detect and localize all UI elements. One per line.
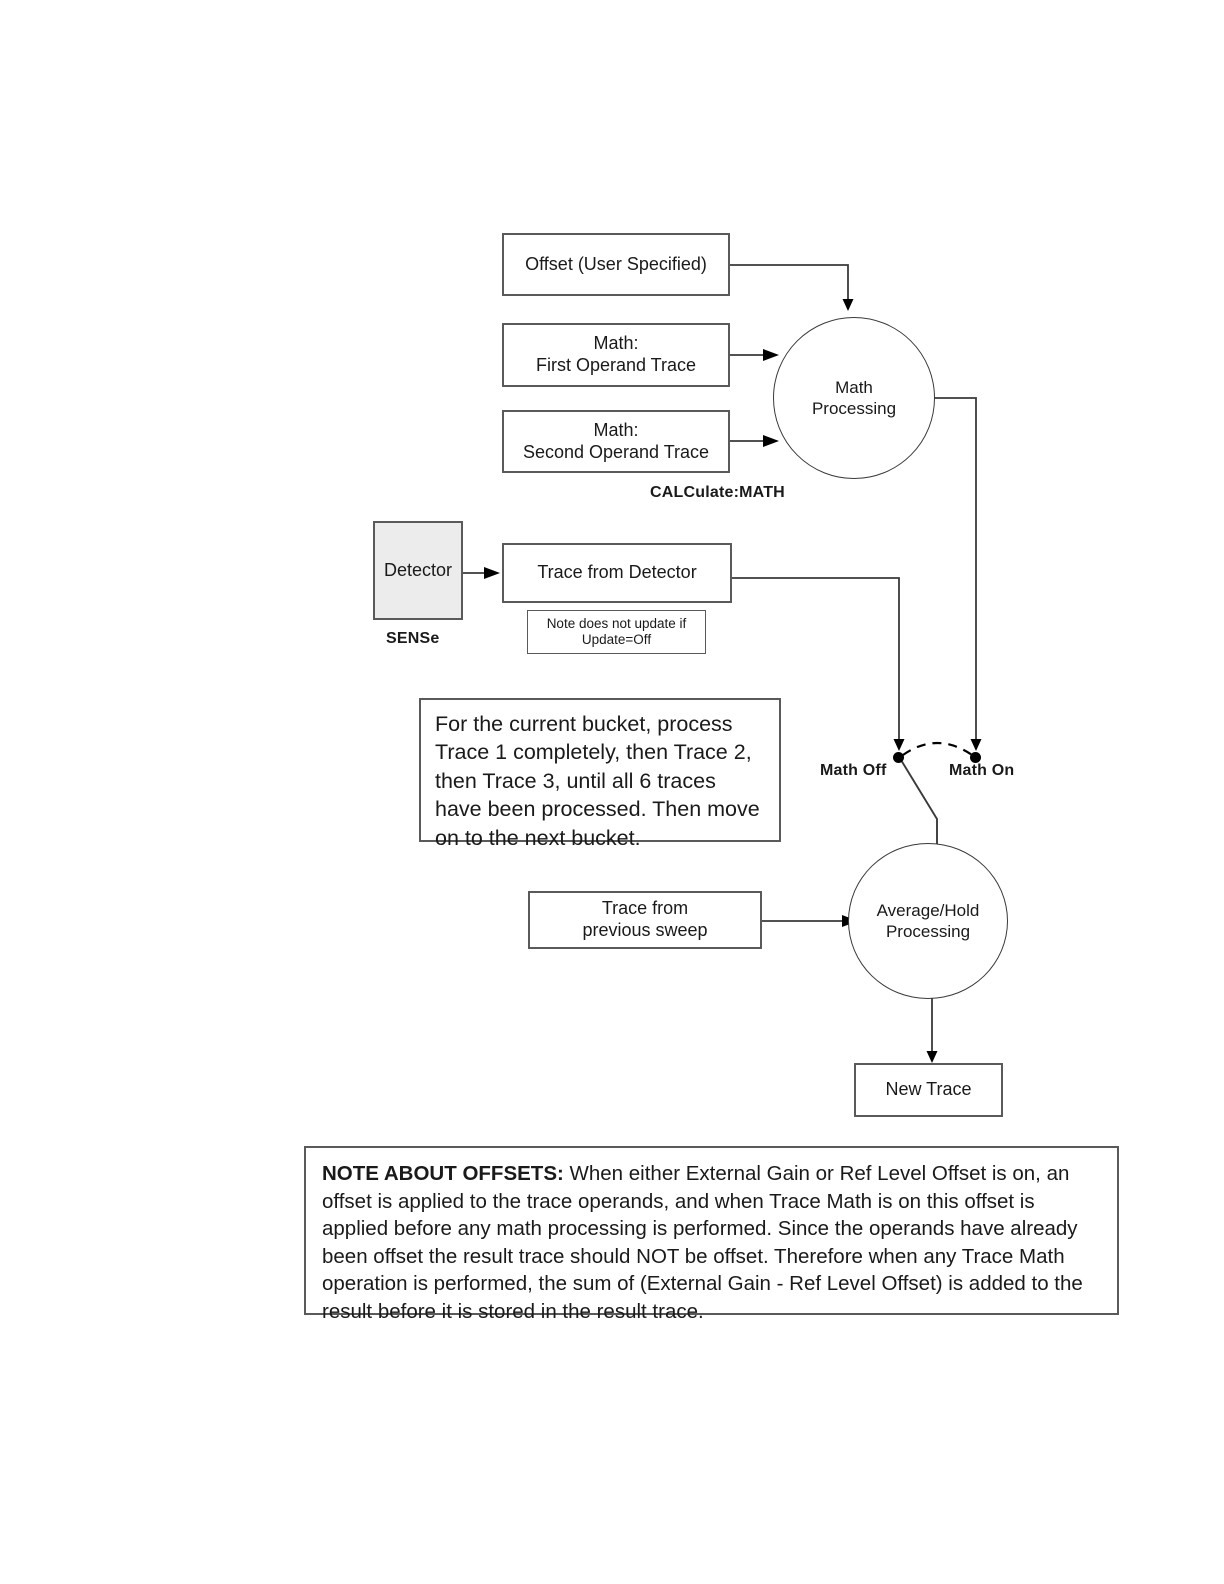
node-math-processing-line2: Processing xyxy=(811,399,897,418)
node-math-second-line2: Second Operand Trace xyxy=(522,441,710,462)
node-update-note-line1: Note does not update if xyxy=(546,615,687,631)
node-math-first-line1: Math: xyxy=(593,333,639,354)
node-trace-from-detector-label: Trace from Detector xyxy=(537,562,697,583)
node-math-processing[interactable]: Math Processing xyxy=(773,317,935,479)
offsets-note-box: NOTE ABOUT OFFSETS: When either External… xyxy=(304,1146,1119,1323)
node-average-hold-line2: Processing xyxy=(885,922,971,941)
label-calculate-math: CALCulate:MATH xyxy=(650,484,785,501)
node-average-hold-line1: Average/Hold xyxy=(876,900,980,920)
node-offset-user-specified[interactable]: Offset (User Specified) xyxy=(502,233,730,296)
label-math-off: Math Off xyxy=(820,762,887,779)
offsets-note-heading: NOTE ABOUT OFFSETS: xyxy=(322,1162,564,1185)
label-math-on: Math On xyxy=(949,762,1015,779)
node-new-trace[interactable]: New Trace xyxy=(854,1063,1003,1117)
node-trace-previous-line2: previous sweep xyxy=(582,920,708,940)
junction-dot-math-off xyxy=(893,752,904,763)
node-average-hold-processing[interactable]: Average/Hold Processing xyxy=(848,843,1008,999)
junction-dot-math-on xyxy=(970,752,981,763)
edge-first-operand-to-math xyxy=(730,349,779,361)
node-math-first-operand[interactable]: Math: First Operand Trace xyxy=(502,323,730,387)
bucket-processing-note: For the current bucket, process Trace 1 … xyxy=(419,698,781,850)
node-math-second-line1: Math: xyxy=(593,419,639,440)
node-math-second-operand[interactable]: Math: Second Operand Trace xyxy=(502,410,730,473)
node-trace-previous-sweep[interactable]: Trace from previous sweep xyxy=(528,891,762,949)
node-update-note: Note does not update if Update=Off xyxy=(527,610,706,654)
label-sense: SENSe xyxy=(386,630,440,647)
edge-offset-to-math xyxy=(730,264,854,311)
edge-detector-to-trace xyxy=(463,567,500,579)
node-detector[interactable]: Detector xyxy=(373,521,463,620)
offsets-note-body: When either External Gain or Ref Level O… xyxy=(322,1162,1083,1323)
node-math-first-line2: First Operand Trace xyxy=(535,355,697,375)
node-math-processing-line1: Math xyxy=(835,377,873,397)
node-update-note-line2: Update=Off xyxy=(581,632,652,647)
node-detector-label: Detector xyxy=(383,559,453,580)
node-offset-label: Offset (User Specified) xyxy=(525,253,707,274)
node-trace-previous-line1: Trace from xyxy=(601,898,689,919)
node-new-trace-label: New Trace xyxy=(885,1079,972,1100)
edge-second-operand-to-math xyxy=(730,435,779,447)
edge-math-to-math-on xyxy=(928,397,982,751)
edge-prevsweep-to-avg xyxy=(762,915,858,927)
node-trace-from-detector[interactable]: Trace from Detector xyxy=(502,543,732,603)
switch-arc xyxy=(902,742,973,756)
bucket-processing-note-text: For the current bucket, process Trace 1 … xyxy=(435,712,760,850)
switch-arm xyxy=(900,759,938,847)
edge-avg-to-newtrace xyxy=(926,997,938,1063)
